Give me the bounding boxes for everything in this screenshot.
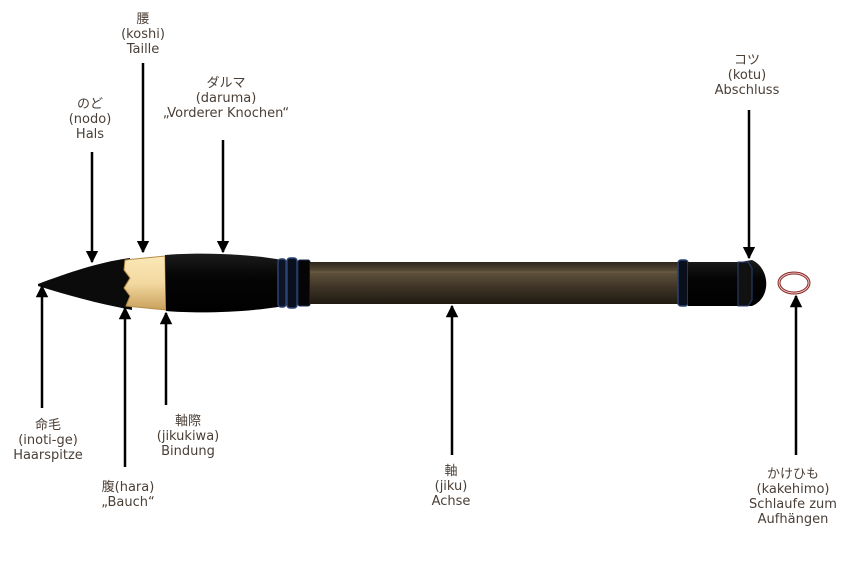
label-inotige: 命毛 (inoti-ge) Haarspitze (13, 418, 83, 463)
label-kakehimo: かけひも (kakehimo) Schlaufe zum Aufhängen (749, 467, 837, 527)
end-cap (688, 260, 767, 306)
label-kotu: コツ (kotu) Abschluss (714, 53, 780, 98)
ring-left-1 (277, 258, 287, 308)
ferrule-gold (123, 255, 167, 311)
label-jikukiwa: 軸際 (jikukiwa) Bindung (156, 414, 220, 459)
label-hara: 腹(hara) „Bauch“ (101, 480, 155, 510)
ring-left-2 (286, 257, 298, 309)
brush-tip (38, 258, 132, 310)
label-daruma: ダルマ (daruma) „Vorderer Knochen“ (162, 76, 290, 121)
daruma-body (165, 253, 284, 313)
ring-right-1 (677, 259, 689, 307)
shaft (310, 262, 680, 304)
label-jiku: 軸 (jiku) Achse (431, 464, 471, 509)
label-koshi: 腰 (koshi) Taille (121, 12, 165, 57)
ring-left-3 (297, 259, 311, 307)
label-nodo: のど (nodo) Hals (68, 97, 112, 142)
